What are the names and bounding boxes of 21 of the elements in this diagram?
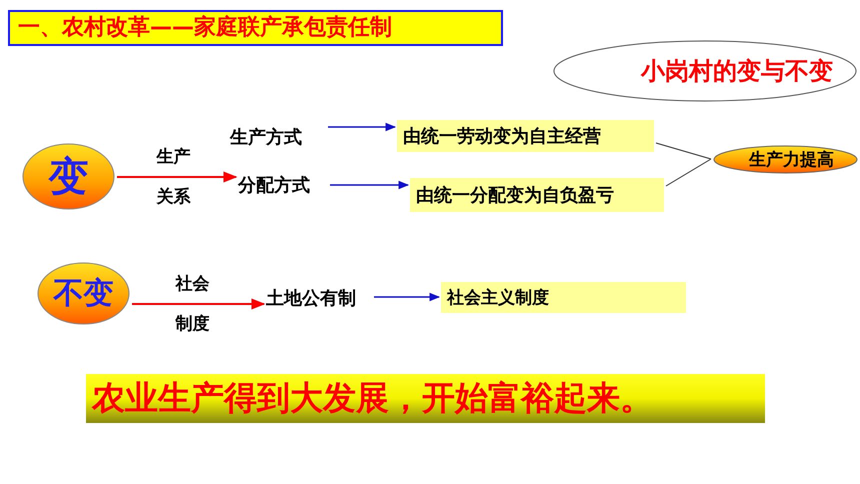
connector-line — [656, 142, 712, 160]
arrow — [328, 122, 396, 132]
arrow — [117, 171, 238, 183]
edge-label: 生产关系 — [155, 146, 192, 209]
connector-line — [666, 158, 712, 186]
arrow — [132, 298, 266, 310]
highlight-box: 由统一分配变为自负盈亏 — [410, 178, 664, 212]
arrow — [330, 180, 410, 190]
text-label: 生产方式 — [230, 124, 326, 150]
highlight-box: 社会主义制度 — [441, 282, 686, 313]
oval-badge: 变 — [22, 143, 115, 210]
oval-callout: 小岗村的变与不变 — [553, 40, 857, 102]
conclusion-banner: 农业生产得到大发展，开始富裕起来。 — [86, 374, 765, 423]
oval-badge: 不变 — [37, 262, 130, 325]
arrow — [374, 292, 440, 302]
text-label: 分配方式 — [238, 172, 328, 198]
highlight-box: 由统一劳动变为自主经营 — [397, 120, 654, 152]
text-label: 土地公有制 — [266, 285, 372, 311]
title-banner: 一、农村改革——家庭联产承包责任制 — [8, 10, 503, 46]
oval-badge: 生产力提高 — [713, 145, 858, 174]
edge-label: 社会制度 — [174, 273, 211, 336]
